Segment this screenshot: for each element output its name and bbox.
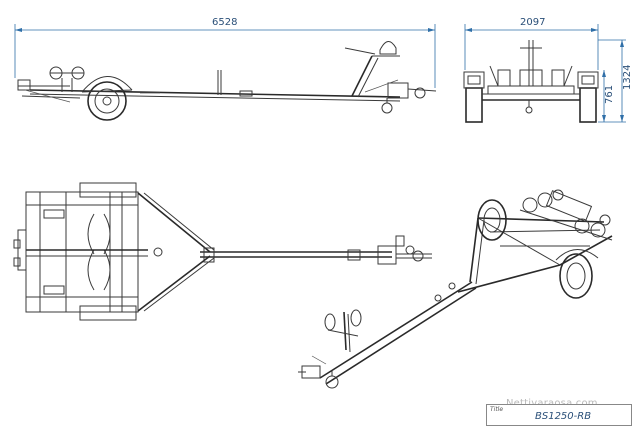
- title-block: Title BS1250-RB: [486, 404, 632, 426]
- height-dimension-outer-label: 1324: [622, 65, 633, 90]
- length-dimension-label: 6528: [212, 17, 237, 28]
- rear-view: 2097 761 1324: [463, 17, 633, 123]
- top-view: [13, 182, 432, 321]
- height-dimension-inner-label: 761: [604, 85, 615, 104]
- side-view: 6528: [14, 17, 437, 121]
- isometric-view: [298, 189, 613, 389]
- width-dimension-label: 2097: [520, 17, 545, 28]
- title-block-value: BS1250-RB: [535, 411, 592, 422]
- watermark: Nettivaraosa.com: [506, 398, 598, 409]
- title-block-label: Title: [490, 406, 504, 413]
